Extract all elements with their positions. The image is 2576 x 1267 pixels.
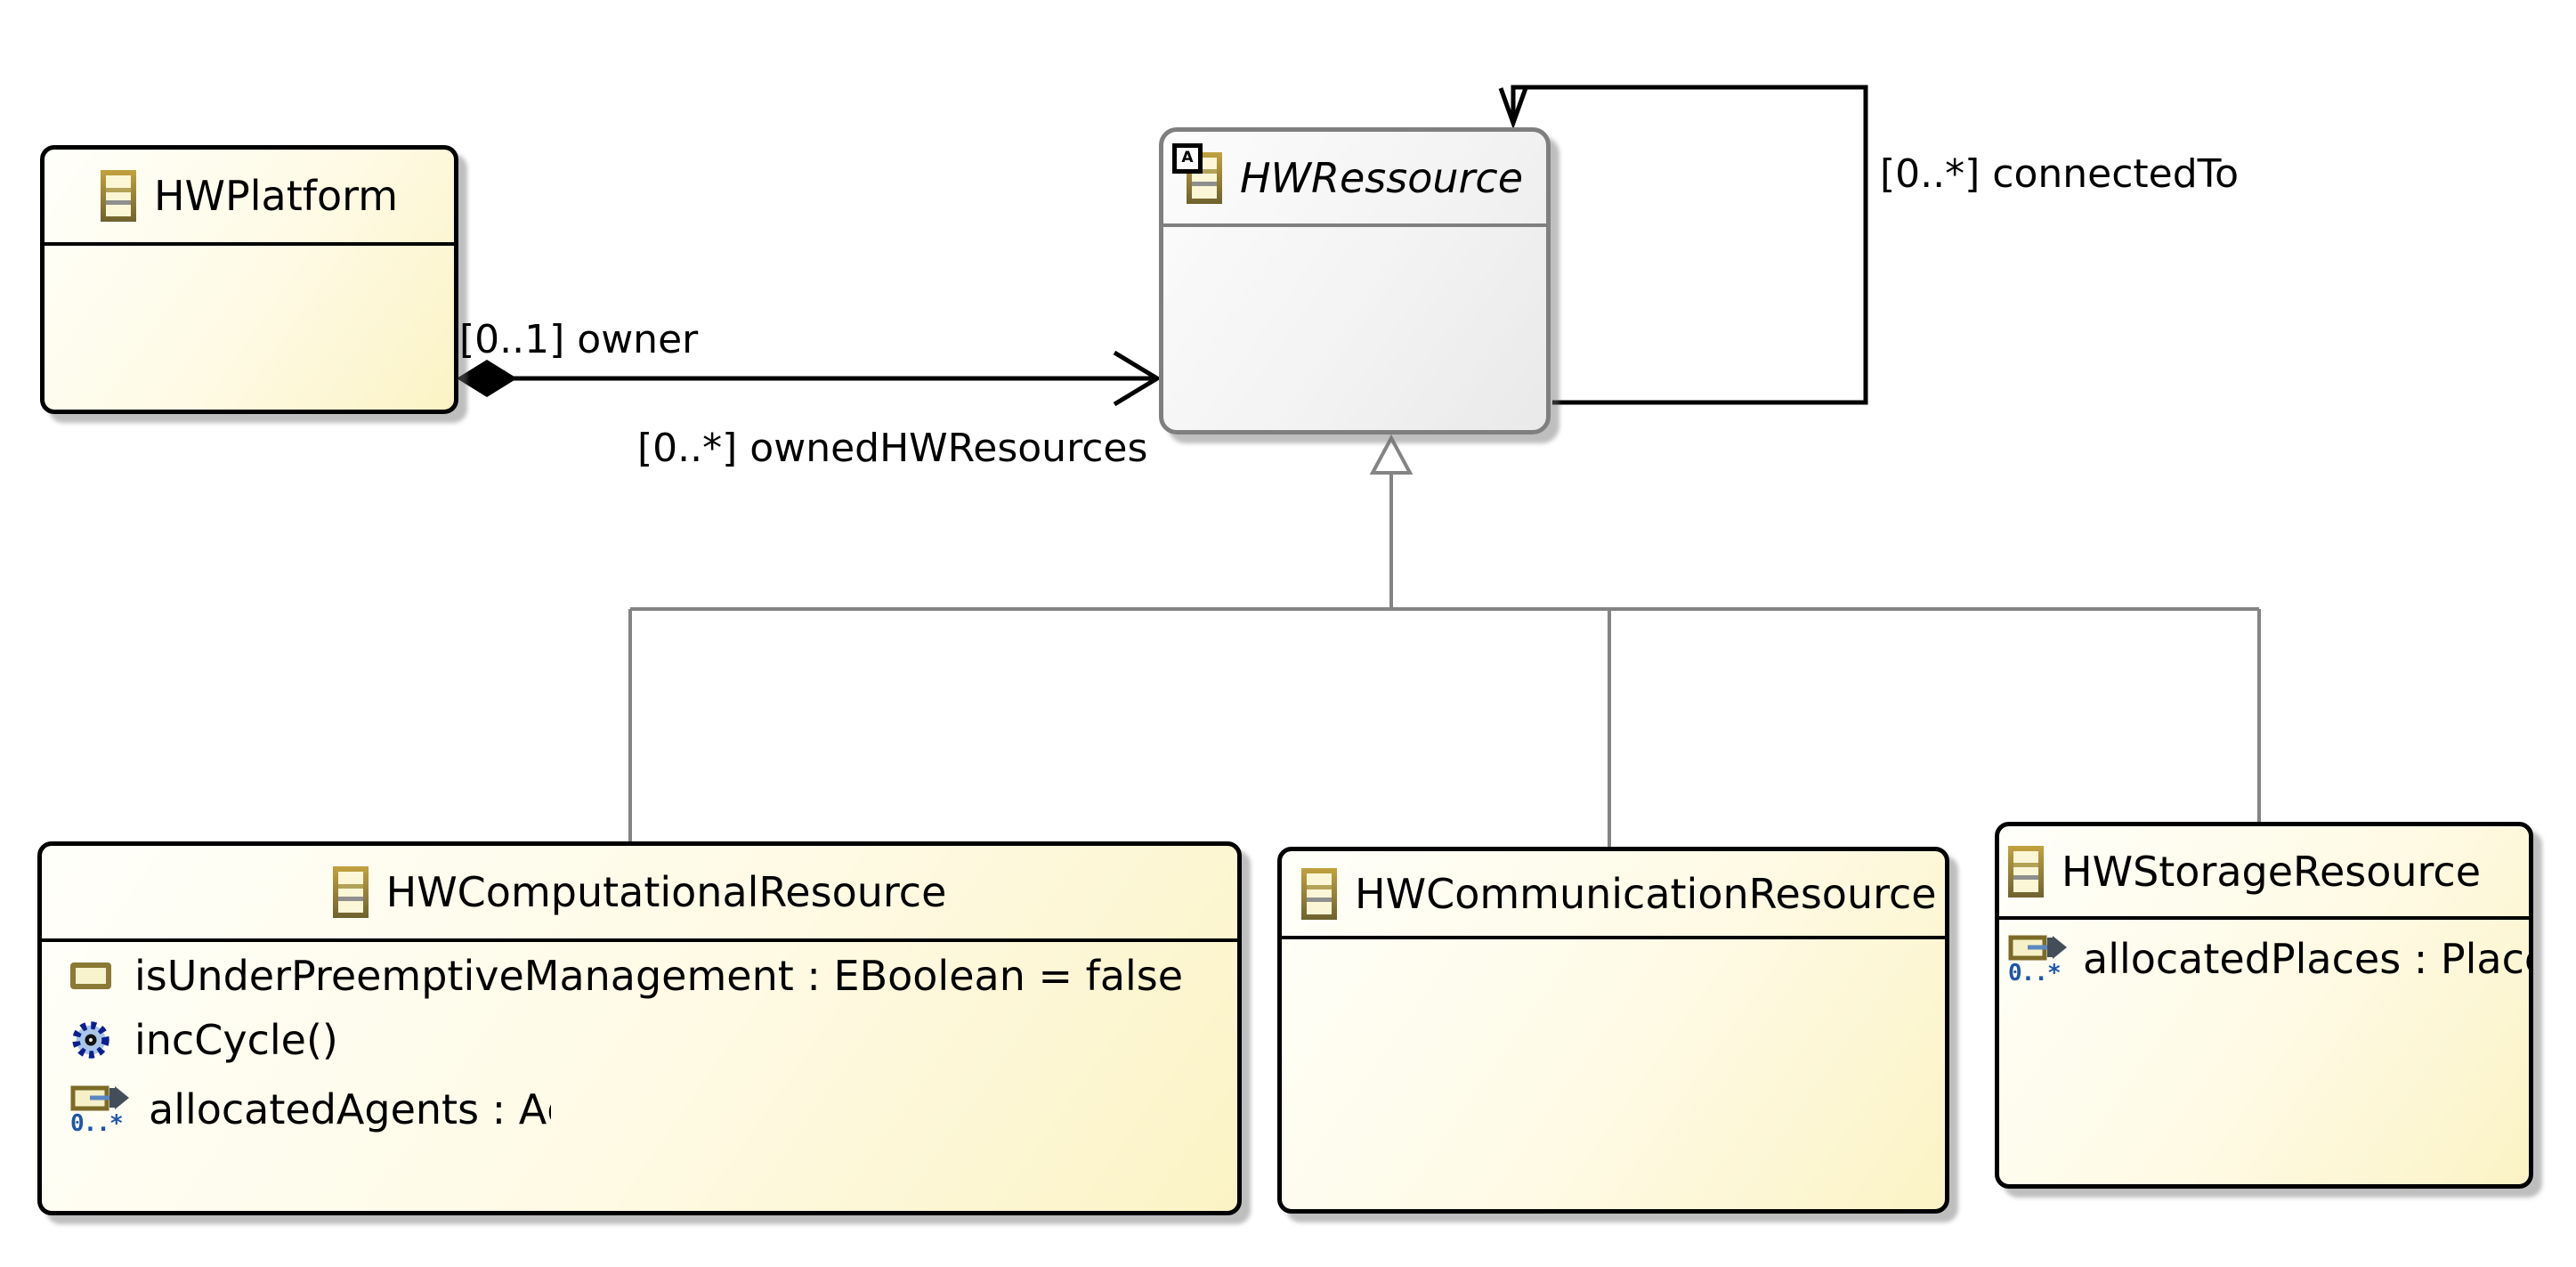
class-name: HWCommunicationResource bbox=[1355, 869, 1937, 918]
class-title-row[interactable]: HWPlatform bbox=[45, 150, 454, 246]
arrowhead-icon bbox=[1498, 87, 1528, 130]
class-title-row[interactable]: HWStorageResource bbox=[1999, 826, 2529, 920]
multiplicity-badge: 0..* bbox=[2008, 959, 2062, 987]
reference-edge-connectedto[interactable] bbox=[1498, 85, 1868, 405]
multiplicity-badge: 0..* bbox=[70, 1109, 124, 1137]
reference-label: allocatedAgents : Agent bbox=[149, 1085, 551, 1133]
eclass-icon bbox=[100, 170, 136, 222]
class-body: isUnderPreemptiveManagement : EBoolean =… bbox=[42, 942, 1237, 1147]
composition-diamond bbox=[457, 360, 517, 397]
class-hwcomputationalresource[interactable]: HWComputationalResource isUnderPreemptiv… bbox=[37, 841, 1242, 1215]
class-name: HWStorageResource bbox=[2062, 847, 2482, 896]
composition-edge-ownedhwresources[interactable] bbox=[457, 350, 1162, 407]
class-title-row[interactable]: A HWRessource bbox=[1163, 132, 1546, 227]
attribute-label: isUnderPreemptiveManagement : EBoolean =… bbox=[134, 952, 1184, 1000]
ownedhwresources-label[interactable]: [0..*] ownedHWResources bbox=[637, 426, 1148, 471]
class-hwstorageresource[interactable]: HWStorageResource 0..* allocatedPlaces :… bbox=[1995, 822, 2533, 1189]
class-name: HWRessource bbox=[1239, 153, 1524, 202]
class-title-row[interactable]: HWComputationalResource bbox=[42, 846, 1237, 942]
reference-row[interactable]: 0..* allocatedPlaces : Place bbox=[1999, 922, 2529, 996]
class-name: HWPlatform bbox=[153, 172, 399, 220]
class-hwplatform[interactable]: HWPlatform bbox=[40, 145, 458, 414]
operation-label: incCycle() bbox=[134, 1016, 338, 1064]
ereference-icon: 0..* bbox=[70, 1084, 129, 1135]
class-body bbox=[1163, 227, 1546, 229]
class-body bbox=[1282, 939, 1945, 941]
connectedto-label[interactable]: [0..*] connectedTo bbox=[1880, 151, 2240, 197]
abstract-badge-icon: A bbox=[1171, 142, 1203, 174]
operation-row[interactable]: incCycle() bbox=[42, 1008, 1237, 1072]
class-name: HWComputationalResource bbox=[385, 868, 947, 916]
class-hwressource[interactable]: A HWRessource bbox=[1159, 127, 1551, 435]
arrowhead-icon bbox=[1113, 350, 1162, 407]
class-body bbox=[45, 246, 454, 248]
generalization-triangle-icon bbox=[1369, 434, 1414, 475]
eclass-icon bbox=[2008, 845, 2044, 897]
class-body: 0..* allocatedPlaces : Place bbox=[1999, 920, 2529, 996]
owner-multiplicity-label[interactable]: [0..1] owner bbox=[459, 317, 699, 362]
reference-label: allocatedPlaces : Place bbox=[2083, 935, 2533, 983]
ereference-icon: 0..* bbox=[2008, 934, 2067, 985]
class-title-row[interactable]: HWCommunicationResource bbox=[1282, 851, 1945, 939]
attribute-row[interactable]: isUnderPreemptiveManagement : EBoolean =… bbox=[42, 944, 1237, 1008]
eoperation-gear-icon bbox=[72, 1021, 109, 1059]
generalization-tree[interactable] bbox=[628, 434, 2261, 849]
eclass-icon bbox=[1301, 867, 1337, 920]
class-hwcommunicationresource[interactable]: HWCommunicationResource bbox=[1277, 847, 1949, 1214]
eattribute-icon bbox=[70, 962, 111, 989]
eclass-icon bbox=[332, 866, 369, 918]
reference-row[interactable]: 0..* allocatedAgents : Agent bbox=[42, 1072, 1237, 1147]
